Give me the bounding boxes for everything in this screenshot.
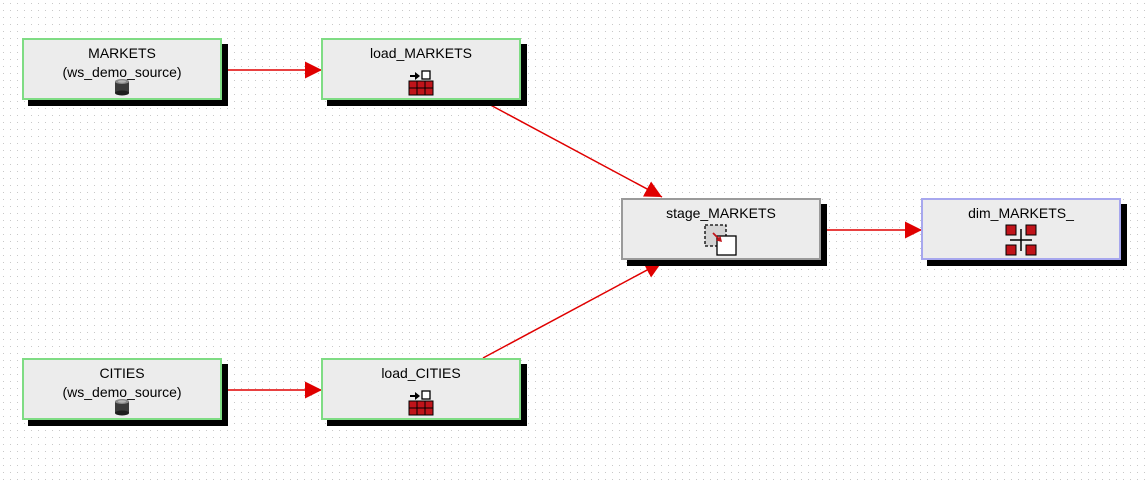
node-cities-source-name: CITIES [99,365,145,381]
load-table-icon [408,70,434,96]
node-markets-source-sub: (ws_demo_source) [62,64,182,80]
node-load-markets-name: load_MARKETS [370,45,472,61]
edge-load-cities-to-stage-markets [482,261,663,359]
node-cities-source-sub: (ws_demo_source) [62,384,182,400]
node-load-cities-name: load_CITIES [381,365,461,381]
load-table-icon [408,390,434,416]
node-load-cities[interactable]: load_CITIES [321,358,521,420]
node-cities-source[interactable]: CITIES (ws_demo_source) [22,358,222,420]
edge-load-markets-to-stage-markets [482,100,663,198]
node-stage-markets[interactable]: stage_MARKETS [621,198,821,260]
node-dim-markets[interactable]: dim_MARKETS_ [921,198,1121,260]
node-stage-markets-name: stage_MARKETS [666,205,776,221]
node-dim-markets-name: dim_MARKETS_ [968,205,1074,221]
node-load-markets[interactable]: load_MARKETS [321,38,521,100]
database-icon [115,79,129,96]
dimension-table-icon [1005,224,1037,256]
node-markets-source[interactable]: MARKETS (ws_demo_source) [22,38,222,100]
stage-table-icon [704,224,737,256]
database-icon [115,399,129,416]
node-markets-source-name: MARKETS [88,45,156,61]
